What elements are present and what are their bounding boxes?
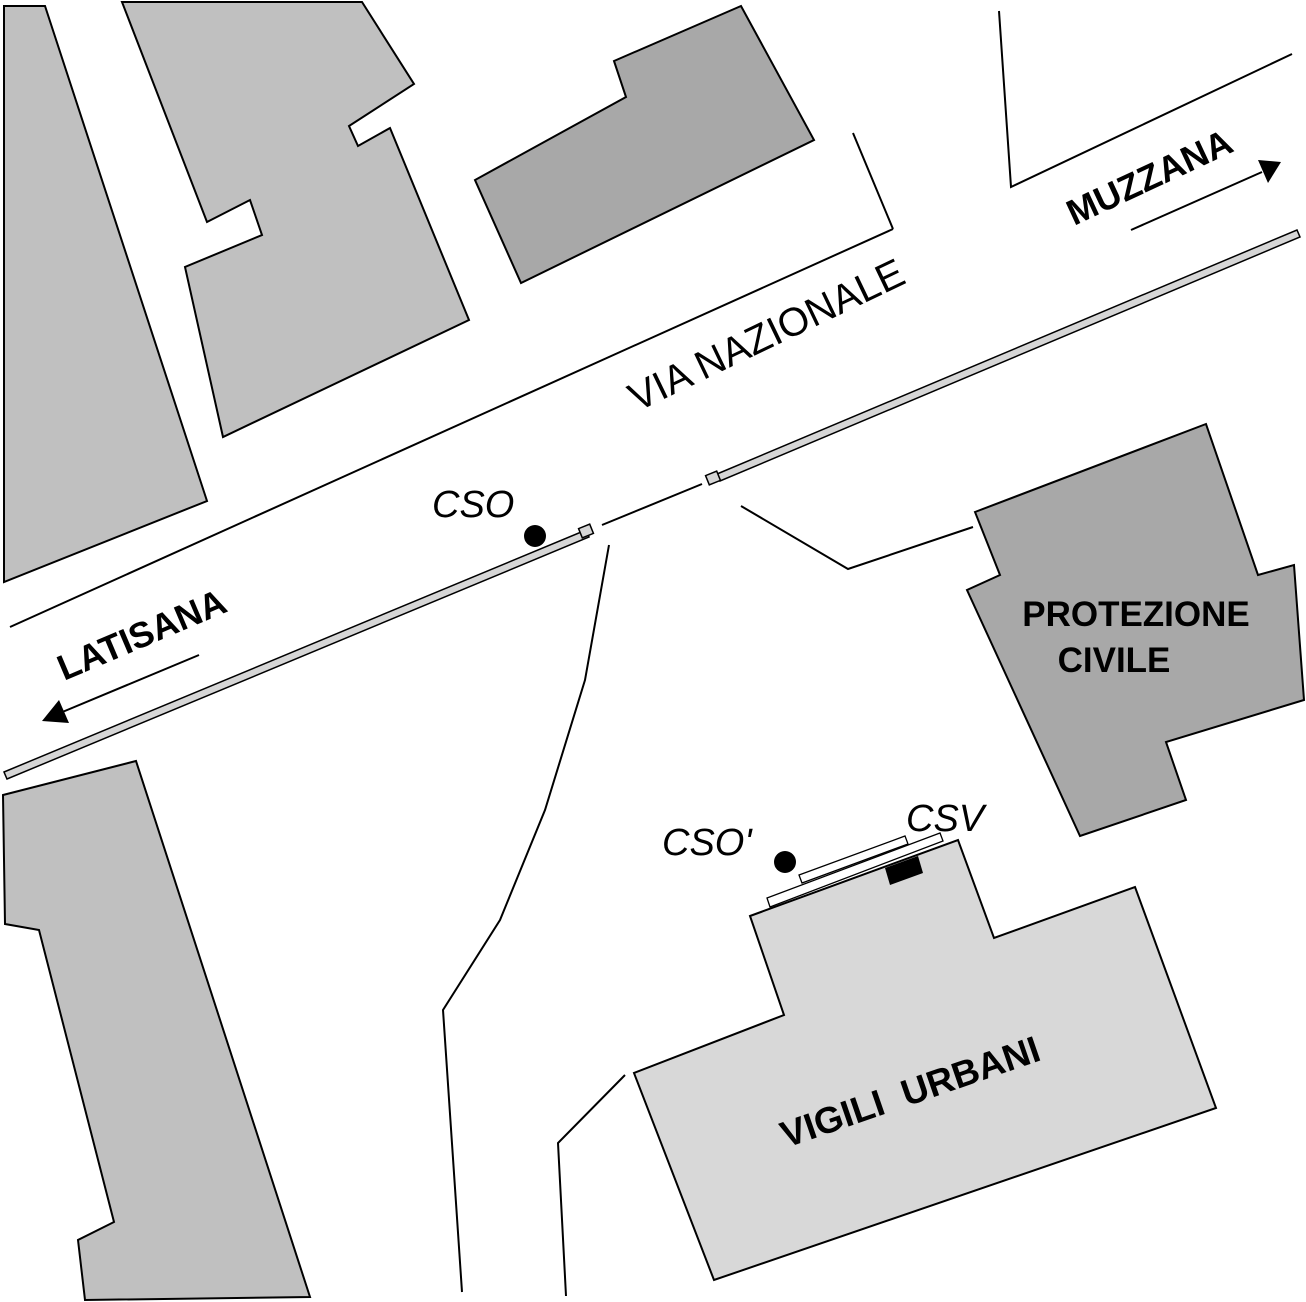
lower-edge-gap-segment	[601, 483, 703, 526]
arrow-left-icon	[42, 700, 69, 723]
direction-label-muzzana: MUZZANA	[1060, 121, 1239, 233]
via-nazionale-upper-edge	[9, 228, 894, 628]
upper-edge-stub	[852, 132, 894, 230]
side-road-left-edge	[441, 544, 610, 1293]
rail-lines	[3, 229, 1301, 780]
station-label-cso: CSO	[432, 484, 514, 526]
station-platform-outer	[766, 832, 944, 908]
street-label: VIA NAZIONALE	[622, 251, 912, 420]
road-edges	[9, 10, 1293, 1297]
station-marker-icon	[885, 856, 923, 885]
rail-joint-right	[704, 470, 722, 486]
station-dot-icon	[524, 525, 546, 547]
station-label-cso-prime: CSO'	[662, 822, 753, 864]
parking-edge	[556, 1074, 626, 1297]
rail-joint-left	[577, 523, 595, 539]
building-protezione-civile	[965, 422, 1306, 838]
arrow-left-shaft	[59, 654, 200, 714]
arrow-right-icon	[1258, 160, 1281, 183]
station-label-csv: CSV	[906, 798, 988, 840]
direction-arrows	[42, 160, 1281, 723]
building-top-left-strip	[3, 5, 209, 584]
station-dot-icon	[774, 851, 796, 873]
arrow-right-shaft	[1130, 171, 1263, 231]
building-top-center	[473, 4, 816, 285]
building-label-protezione: PROTEZIONE	[1022, 595, 1250, 634]
side-road-right-edge	[740, 505, 974, 571]
station-markers	[524, 525, 944, 908]
muzzana-side-edge	[998, 10, 1293, 189]
building-top-left-block	[120, 0, 471, 439]
station-platform-inner	[798, 835, 909, 884]
building-bottom-left	[1, 759, 312, 1302]
rail-line-left	[3, 529, 590, 780]
building-vigili-urbani	[632, 838, 1218, 1282]
building-label-civile: CIVILE	[1058, 641, 1171, 680]
